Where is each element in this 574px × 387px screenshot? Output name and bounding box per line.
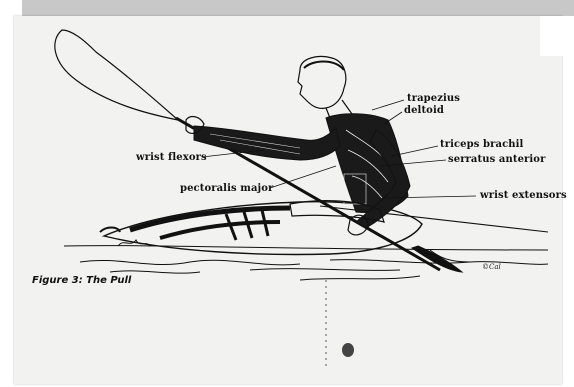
figure-caption: Figure 3: The Pull [32,275,131,286]
label-deltoid: deltoid [404,105,444,116]
paddle-upper-blade [55,30,178,120]
leader-trapezius [372,100,404,110]
label-triceps-brachii: triceps brachil [440,139,523,150]
label-trapezius: trapezius [407,93,460,104]
label-serratus-anterior: serratus anterior [448,154,545,165]
label-wrist-extensors: wrist extensors [480,190,567,201]
label-wrist-flexors: wrist flexors [136,152,207,163]
leader-deltoid [384,112,402,124]
water-line [64,246,548,250]
artist-signature: ©Cal [482,263,501,271]
paper-hole [342,343,354,357]
label-pectoralis-major: pectoralis major [180,183,273,194]
